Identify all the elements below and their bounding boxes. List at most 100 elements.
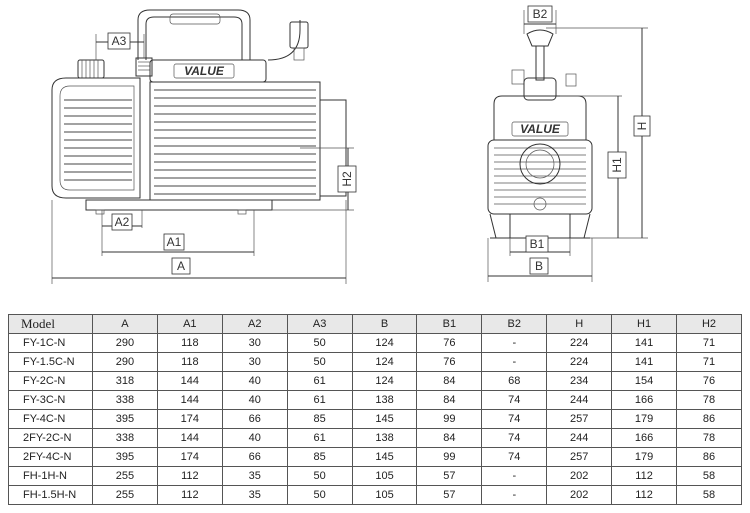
cell-h: 224 (546, 352, 613, 372)
cell-model: FY-2C-N (8, 371, 93, 391)
cell-h1: 179 (611, 447, 678, 467)
dim-label-a: A (177, 259, 185, 273)
cell-h: 257 (546, 447, 613, 467)
cell-a3: 50 (286, 485, 353, 505)
cell-a: 395 (92, 447, 158, 467)
cell-b: 145 (351, 447, 418, 467)
cell-b: 105 (351, 466, 418, 486)
cell-h2: 76 (676, 371, 742, 391)
cell-b1: 76 (416, 352, 483, 372)
cell-h: 202 (546, 466, 613, 486)
header-h2: H2 (676, 314, 742, 334)
cell-a3: 50 (286, 352, 353, 372)
cell-a1: 112 (156, 485, 223, 505)
cell-a: 395 (92, 409, 158, 429)
dim-label-h: H (635, 122, 649, 131)
cell-b: 138 (351, 428, 418, 448)
cell-h1: 112 (611, 466, 678, 486)
cell-a: 290 (92, 333, 158, 353)
dim-label-b: B (535, 259, 543, 273)
cell-h2: 86 (676, 447, 742, 467)
cell-b1: 99 (416, 447, 483, 467)
cell-a3: 50 (286, 466, 353, 486)
cell-a3: 85 (286, 409, 353, 429)
cell-a: 290 (92, 352, 158, 372)
side-brand-label: VALUE (184, 64, 225, 78)
cell-a1: 174 (156, 447, 223, 467)
cell-b1: 84 (416, 428, 483, 448)
side-view: VALUE A A1 A2 A3 H2 (51, 9, 357, 284)
cell-a1: 144 (156, 390, 223, 410)
cell-h: 224 (546, 333, 613, 353)
cell-a: 338 (92, 390, 158, 410)
cell-a: 338 (92, 428, 158, 448)
header-model: Model (8, 314, 93, 334)
header-b2: B2 (481, 314, 548, 334)
cell-h: 244 (546, 390, 613, 410)
cell-b2: - (481, 485, 548, 505)
cell-b: 124 (351, 333, 418, 353)
cell-a1: 118 (156, 333, 223, 353)
cell-b2: - (481, 333, 548, 353)
header-h1: H1 (611, 314, 678, 334)
cell-a1: 112 (156, 466, 223, 486)
header-a2: A2 (221, 314, 288, 334)
cell-b1: 84 (416, 390, 483, 410)
cell-model: FY-3C-N (8, 390, 93, 410)
dim-label-a2: A2 (115, 215, 130, 229)
cell-h2: 78 (676, 390, 742, 410)
cell-a2: 30 (221, 352, 288, 372)
cell-h: 202 (546, 485, 613, 505)
cell-b2: 74 (481, 390, 548, 410)
cell-h: 244 (546, 428, 613, 448)
dim-label-b1: B1 (530, 237, 545, 251)
cell-b1: 76 (416, 333, 483, 353)
cell-h2: 58 (676, 485, 742, 505)
cell-a: 255 (92, 485, 158, 505)
header-a: A (92, 314, 158, 334)
cell-h: 234 (546, 371, 613, 391)
cell-a3: 61 (286, 428, 353, 448)
cell-model: FH-1H-N (8, 466, 93, 486)
cell-h1: 154 (611, 371, 678, 391)
cell-a: 255 (92, 466, 158, 486)
cell-a1: 144 (156, 428, 223, 448)
cell-model: FH-1.5H-N (8, 485, 93, 505)
cell-model: FY-1C-N (8, 333, 93, 353)
cell-b1: 99 (416, 409, 483, 429)
dim-label-b2: B2 (533, 7, 548, 21)
dimension-table: Model A A1 A2 A3 B B1 B2 H H1 H2 FY-1C-N… (8, 314, 742, 505)
cell-b: 145 (351, 409, 418, 429)
header-a1: A1 (156, 314, 223, 334)
cell-a3: 61 (286, 371, 353, 391)
cell-a1: 144 (156, 371, 223, 391)
cell-b1: 57 (416, 485, 483, 505)
cell-b: 124 (351, 371, 418, 391)
cell-a: 318 (92, 371, 158, 391)
cell-h1: 112 (611, 485, 678, 505)
cell-b2: - (481, 466, 548, 486)
header-h: H (546, 314, 613, 334)
cell-b2: - (481, 352, 548, 372)
dim-label-a1: A1 (167, 235, 182, 249)
cell-a1: 118 (156, 352, 223, 372)
cell-h1: 166 (611, 390, 678, 410)
cell-a3: 61 (286, 390, 353, 410)
front-brand-label: VALUE (520, 122, 561, 136)
cell-a3: 85 (286, 447, 353, 467)
cell-b2: 74 (481, 409, 548, 429)
cell-a2: 30 (221, 333, 288, 353)
header-b1: B1 (416, 314, 483, 334)
cell-b2: 74 (481, 428, 548, 448)
cell-model: 2FY-2C-N (8, 428, 93, 448)
cell-h1: 179 (611, 409, 678, 429)
cell-a2: 40 (221, 428, 288, 448)
cell-a1: 174 (156, 409, 223, 429)
